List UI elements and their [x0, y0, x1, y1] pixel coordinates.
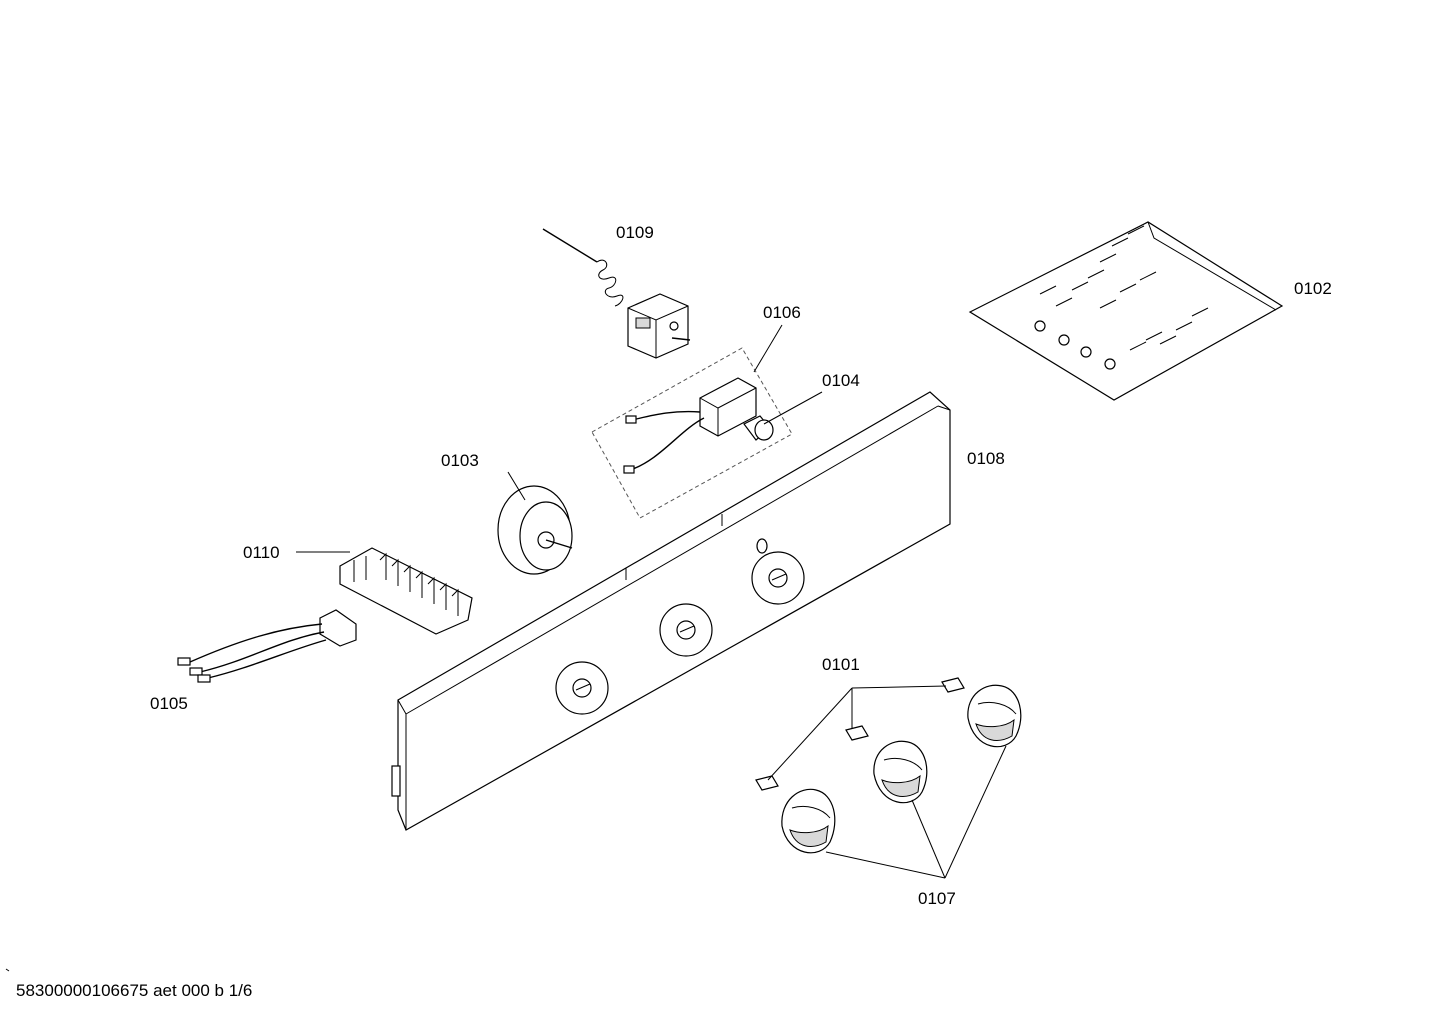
label-0108: 0108	[967, 449, 1005, 468]
knob-icon	[967, 684, 1022, 748]
screw-icons	[1034, 225, 1209, 370]
knob-hole-center	[659, 603, 713, 657]
knob-icon	[781, 788, 836, 854]
label-0105: 0105	[150, 694, 188, 713]
screw-bag-part	[968, 221, 1284, 401]
corner-mark	[5, 968, 10, 972]
thermostat-part	[542, 228, 691, 359]
knob-icon	[873, 740, 928, 804]
label-0102: 0102	[1294, 279, 1332, 298]
knob-parts	[781, 684, 1022, 854]
leader-lines	[296, 324, 1007, 879]
label-0103: 0103	[441, 451, 479, 470]
label-0110: 0110	[243, 543, 280, 562]
label-0109: 0109	[616, 223, 654, 242]
pushbutton-part	[743, 415, 774, 441]
label-0106: 0106	[763, 303, 801, 322]
control-panel-fascia	[391, 391, 951, 831]
label-0104: 0104	[822, 371, 860, 390]
label-0101: 0101	[822, 655, 860, 674]
knob-hole-right	[751, 551, 805, 605]
selector-switch-part	[591, 347, 793, 519]
knob-insert-parts	[755, 677, 965, 791]
drawing-id-footer: 58300000106675 aet 000 b 1/6	[16, 981, 253, 1000]
wiring-harness-part	[177, 609, 357, 683]
timer-motor-part	[497, 485, 573, 575]
knob-hole-left	[555, 661, 609, 715]
terminal-block-part	[339, 547, 473, 635]
label-0107: 0107	[918, 889, 956, 908]
